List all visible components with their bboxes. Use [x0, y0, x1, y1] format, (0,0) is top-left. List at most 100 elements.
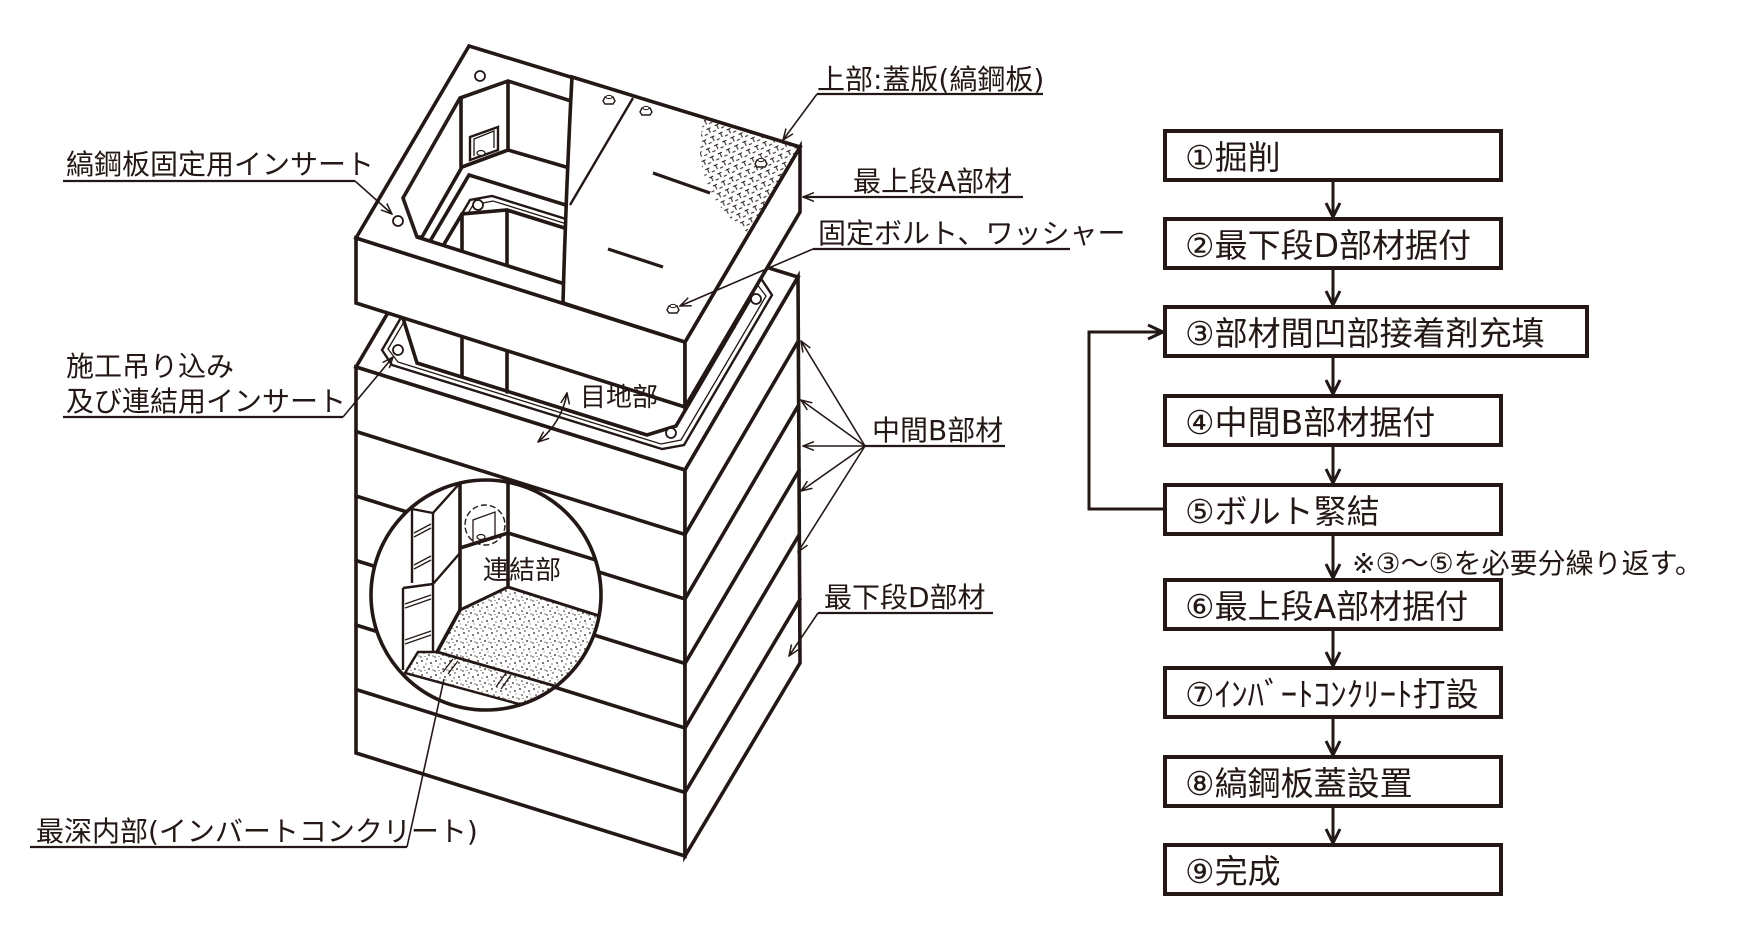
flow-step-label: ④中間B部材据付 [1185, 403, 1435, 442]
leader-line [406, 678, 445, 848]
connection-detail-dashed-circle [464, 504, 506, 546]
top-block-inner-wall [403, 81, 590, 239]
flow-step-box [1163, 394, 1503, 447]
checker-plate-pattern [700, 118, 800, 233]
cutaway-outline [369, 478, 603, 712]
inner-chamfer-base [435, 608, 462, 654]
lid-handle-slot [652, 171, 711, 195]
flow-arrow [1324, 356, 1342, 398]
flow-step: ②最下段D部材据付 [1163, 217, 1503, 270]
step-stripe [495, 672, 507, 688]
flow-arrow [1324, 268, 1342, 309]
wall-stripe [413, 527, 432, 538]
connection-insert-hole [665, 427, 677, 439]
checker-plate-insert-hole [474, 70, 486, 82]
insert-window [468, 125, 500, 162]
label-top-member-a: 最上段A部材 [853, 165, 1012, 198]
top-block-inner-walls [403, 81, 590, 239]
label-fixing-bolt-washer: 固定ボルト、ワッシャー [818, 217, 1125, 250]
wall-section-line [411, 507, 434, 515]
flow-step: ⑧縞鋼板蓋設置 [1163, 755, 1503, 808]
flow-step: ⑤ボルト緊結 [1163, 483, 1503, 536]
leader-line [342, 357, 393, 418]
insert-window-inner [473, 130, 495, 156]
connection-insert-hole [392, 344, 404, 356]
leader-line [801, 341, 866, 447]
checker-plate-insert-hole [392, 215, 404, 227]
joint-double-arrow [538, 393, 567, 442]
label-bottom-member-d: 最下段D部材 [824, 581, 986, 614]
label-lifting-insert-line2: 及び連結用インサート [66, 385, 346, 418]
segment-joint-line [354, 339, 800, 537]
label-checker-plate-insert: 縞鋼板固定用インサート [66, 148, 374, 181]
lid-seam [568, 97, 635, 206]
label-invert-concrete: 最深内部(インバートコンクリート) [36, 815, 478, 848]
flow-step-label: ⑤ボルト緊結 [1185, 492, 1380, 531]
step-stripe [442, 658, 454, 673]
flow-arrow [1324, 717, 1342, 759]
flow-arrow [1324, 806, 1342, 847]
flow-step-box [1163, 305, 1589, 358]
flow-step: ④中間B部材据付 [1163, 394, 1503, 447]
repeat-note: ※③～⑤を必要分繰り返す。 [1352, 547, 1703, 580]
connection-bracket [472, 511, 496, 546]
wall-section-line [432, 552, 461, 585]
leader-line [801, 400, 866, 447]
step-stripe [500, 674, 512, 690]
flow-step-label: ⑦ｲﾝﾊﾞｰﾄｺﾝｸﾘｰﾄ打設 [1185, 675, 1479, 714]
flow-step-label: ⑨完成 [1185, 852, 1281, 891]
top-block [353, 43, 803, 414]
cutaway-view [371, 480, 601, 710]
wall-section-line [432, 482, 461, 514]
wall-stripe [413, 555, 432, 566]
flow-step-label: ③部材間凹部接着剤充填 [1185, 314, 1545, 353]
flow-step-label: ②最下段D部材据付 [1185, 226, 1471, 265]
wall-stripe [404, 598, 432, 609]
connection-insert-hole [750, 293, 762, 305]
wall-stripe [404, 630, 432, 641]
flow-step: ⑥最上段A部材据付 [1163, 578, 1503, 631]
flow-step-label: ①掘削 [1185, 138, 1281, 177]
fixing-bolt-icon [639, 105, 653, 116]
lid-handle-slot [607, 247, 664, 269]
flow-arrow [1324, 445, 1342, 487]
fixing-bolt-icon [602, 94, 616, 105]
leader-line [801, 445, 866, 491]
wall-stripe [404, 634, 432, 645]
leader-line [798, 445, 866, 552]
leader-line [354, 180, 392, 214]
label-lifting-insert-line1: 施工吊り込み [66, 350, 234, 383]
flow-step-label: ⑧縞鋼板蓋設置 [1185, 764, 1413, 803]
fixing-bolt-icon [754, 157, 768, 168]
lid-cut-line [562, 76, 573, 304]
flow-step: ⑦ｲﾝﾊﾞｰﾄｺﾝｸﾘｰﾄ打設 [1163, 666, 1503, 719]
step-stripe [447, 660, 459, 675]
leader-line [680, 248, 814, 306]
leader-line [789, 612, 819, 656]
flow-step-label: ⑥最上段A部材据付 [1185, 587, 1468, 626]
connection-bolt [476, 533, 486, 541]
leader-line [783, 93, 818, 140]
flow-arrow [1324, 534, 1342, 582]
wall-stripe [404, 594, 432, 605]
construction-flowchart: ①掘削 ②最下段D部材据付 ③部材間凹部接着剤充填 ④中間B部材据付 ⑤ボルト緊… [1087, 129, 1703, 896]
label-joint: 目地部 [580, 383, 658, 413]
fixing-bolt-icon [666, 303, 680, 314]
connection-insert-hole [472, 199, 484, 211]
flow-step-box [1163, 755, 1503, 808]
wall-section-line [402, 582, 434, 590]
flow-step: ③部材間凹部接着剤充填 [1163, 305, 1589, 358]
wall-stripe [413, 559, 432, 570]
wall-stripe [413, 523, 432, 534]
flow-step: ①掘削 [1163, 129, 1503, 182]
label-middle-member-b: 中間B部材 [872, 414, 1003, 447]
repeat-loop-arrow [1087, 323, 1167, 511]
segment-joint-line [354, 597, 802, 795]
flow-arrow [1324, 629, 1342, 670]
flow-arrow [1324, 180, 1342, 221]
callouts: 上部:蓋版(縞鋼板) 縞鋼板固定用インサート 最上段A部材 固定ボルト、ワッシャ… [30, 63, 1125, 849]
flow-step: ⑨完成 [1163, 843, 1503, 896]
insert-bolt [476, 149, 486, 157]
flow-step-box [1163, 578, 1503, 631]
